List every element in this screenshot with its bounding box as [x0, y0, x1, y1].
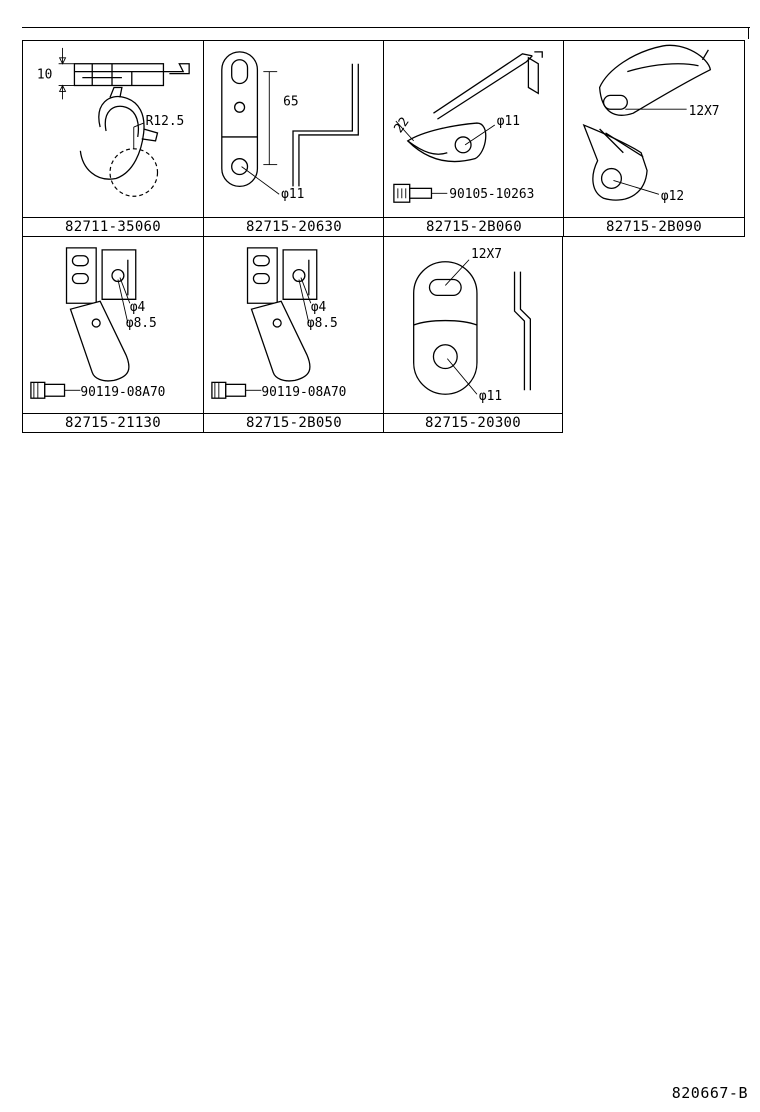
part-number-label: 82715-2B060	[384, 217, 564, 236]
part-cell-1[interactable]: 10 R12.5 82711-35060	[22, 40, 204, 237]
part-cell-6[interactable]: φ4 φ8.5 90119-08A70 82715-2B050	[203, 236, 385, 433]
callout-hole: φ11	[281, 187, 304, 202]
callout-hole: φ11	[497, 114, 520, 129]
callout-hole: φ8.5	[307, 316, 338, 331]
callout-bolt: 90105-10263	[449, 187, 534, 202]
plate-bracket-drawing: φ4 φ8.5 90119-08A70	[30, 247, 165, 400]
plate-bracket-drawing: φ4 φ8.5 90119-08A70	[211, 247, 346, 400]
callout-length: 65	[283, 94, 298, 109]
diagram-id: 820667-B	[671, 1084, 748, 1102]
angled-bracket-drawing: 22 φ11 90105-10263	[391, 51, 543, 203]
part-cell-4[interactable]: 12X7 φ12 82715-2B090	[563, 40, 745, 237]
callout-bolt: 90119-08A70	[261, 385, 346, 400]
part-number-label: 82715-2B050	[204, 413, 384, 432]
callout-bolt: 90119-08A70	[80, 385, 165, 400]
part-number-label: 82715-20300	[384, 413, 562, 432]
straight-bracket-drawing: 65 φ11	[221, 51, 359, 202]
part-number-label: 82715-21130	[23, 413, 203, 432]
callout-hole: φ12	[661, 189, 684, 204]
offset-bracket-drawing: 12X7 φ11	[413, 247, 531, 404]
callout-slot: 12X7	[471, 247, 502, 262]
callout-slot: 12X7	[689, 104, 720, 119]
part-number-label: 82715-20630	[204, 217, 384, 236]
part-cell-3[interactable]: 22 φ11 90105-10263 82715-2B060	[383, 40, 565, 237]
callout-small-hole: φ4	[311, 300, 327, 315]
callout-hole: φ8.5	[126, 316, 157, 331]
callout-height: 10	[37, 68, 52, 83]
part-number-label: 82711-35060	[23, 217, 203, 236]
part-number-label: 82715-2B090	[564, 217, 744, 236]
callout-small-hole: φ4	[130, 300, 146, 315]
frame-right-border	[748, 27, 749, 39]
clamp-drawing: 10 R12.5	[37, 47, 190, 197]
part-cell-5[interactable]: φ4 φ8.5 90119-08A70 82715-21130	[22, 236, 204, 433]
part-cell-7[interactable]: 12X7 φ11 82715-20300	[383, 236, 563, 433]
callout-width: 22	[391, 115, 412, 136]
callout-radius: R12.5	[146, 114, 185, 129]
callout-hole: φ11	[479, 389, 502, 404]
part-cell-2[interactable]: 65 φ11 82715-20630	[203, 40, 385, 237]
formed-bracket-drawing: 12X7 φ12	[582, 44, 720, 204]
frame-top-border	[22, 27, 750, 28]
